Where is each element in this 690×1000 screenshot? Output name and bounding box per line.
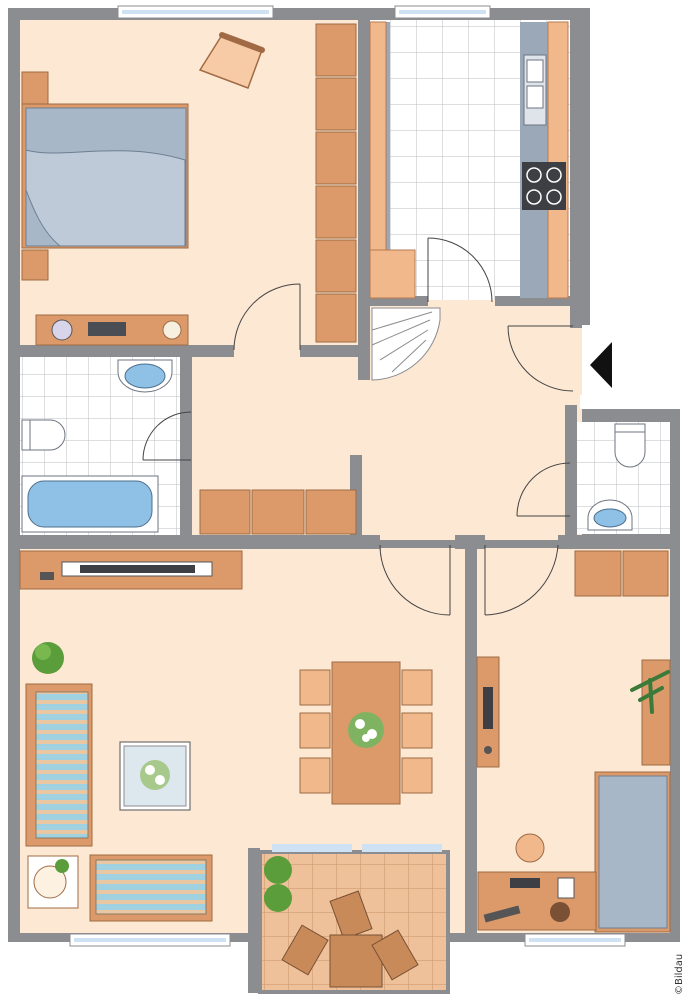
plant-icon [32,642,64,674]
bed [594,771,671,933]
kitchen-counters [369,21,569,299]
spiral-stair-icon [371,307,441,381]
balcony-chairs [281,890,419,988]
copyright: ©Bildau [674,954,685,995]
flower-vase-icon [348,712,384,748]
sofa [89,854,213,922]
wardrobe [315,23,357,343]
entry-arrow-icon [590,342,612,388]
bookshelf [641,659,671,766]
double-bed [21,71,189,281]
childroom-cabinets [574,550,669,597]
bathtub-icon [21,475,159,533]
sink-icon [523,54,547,126]
armchair-icon [198,32,265,89]
dresser [35,314,189,346]
toilet-icon [21,419,66,451]
stove-icon [522,162,566,210]
sofa [25,683,93,847]
sink-icon [587,499,633,531]
interior-walls [8,10,680,935]
side-table [27,855,79,909]
tv-sideboard [19,550,243,590]
toilet-icon [614,423,646,468]
shelf [476,656,500,768]
sink-icon [117,359,173,393]
airplane-model-icon [630,670,670,714]
hallway-cabinet [199,489,357,535]
plant-icon [264,856,292,912]
doors [142,237,574,616]
windows [69,5,626,947]
desk [477,833,597,931]
flower-vase-icon [140,760,170,790]
